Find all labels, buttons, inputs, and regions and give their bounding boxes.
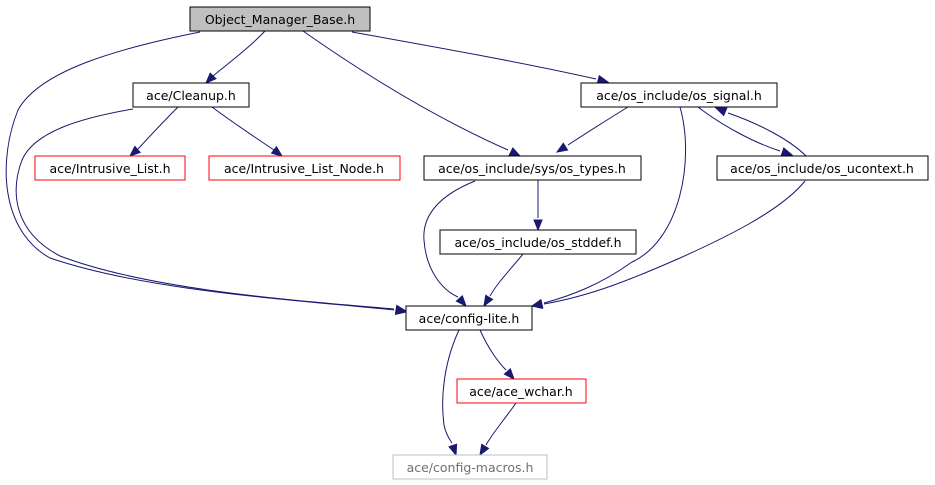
node-label: ace/config-macros.h <box>407 460 534 475</box>
node-label: ace/ace_wchar.h <box>469 384 572 399</box>
edge-object-manager-base-to-cleanup <box>205 30 266 84</box>
edge-os-types-to-os-stddef <box>533 180 543 232</box>
node-os-stddef[interactable]: ace/os_include/os_stddef.h <box>439 229 637 255</box>
node-label: ace/os_include/os_signal.h <box>596 88 762 103</box>
edge-config-lite-to-ace-wchar <box>479 329 515 381</box>
edge-config-lite-to-config-macros <box>442 329 460 457</box>
edge-object-manager-base-to-os-types <box>302 30 522 157</box>
node-label: ace/Intrusive_List_Node.h <box>224 161 384 176</box>
node-label: ace/Intrusive_List.h <box>49 161 170 176</box>
edge-ace-wchar-to-config-macros <box>479 402 517 457</box>
node-label: ace/config-lite.h <box>419 311 520 326</box>
edge-os-types-to-config-lite <box>423 180 476 308</box>
node-intrusive-list[interactable]: ace/Intrusive_List.h <box>34 155 186 181</box>
edge-os-stddef-to-config-lite <box>483 253 524 308</box>
edge-object-manager-base-to-os-signal <box>351 31 610 85</box>
edge-os-ucontext-to-os-signal <box>714 107 807 157</box>
edge-cleanup-to-config-lite <box>15 108 408 314</box>
edge-cleanup-to-intrusive-list <box>128 106 179 157</box>
node-label: ace/Cleanup.h <box>146 88 236 103</box>
node-ace-wchar[interactable]: ace/ace_wchar.h <box>456 378 587 404</box>
node-os-types[interactable]: ace/os_include/sys/os_types.h <box>423 155 642 181</box>
edge-os-ucontext-to-config-lite <box>530 180 806 309</box>
edges <box>5 30 807 457</box>
edge-os-signal-to-os-types <box>555 106 629 153</box>
node-intrusive-list-node[interactable]: ace/Intrusive_List_Node.h <box>208 155 401 181</box>
edge-cleanup-to-intrusive-list-node <box>211 106 284 157</box>
node-label: ace/os_include/os_ucontext.h <box>730 161 914 176</box>
node-os-signal[interactable]: ace/os_include/os_signal.h <box>580 82 778 108</box>
node-os-ucontext[interactable]: ace/os_include/os_ucontext.h <box>716 155 929 181</box>
node-cleanup[interactable]: ace/Cleanup.h <box>132 82 250 108</box>
node-label: ace/os_include/sys/os_types.h <box>438 161 626 176</box>
node-config-macros[interactable]: ace/config-macros.h <box>392 454 548 480</box>
edge-os-signal-to-config-lite <box>530 106 686 309</box>
node-config-lite[interactable]: ace/config-lite.h <box>405 305 533 331</box>
node-label: Object_Manager_Base.h <box>205 12 355 27</box>
node-object-manager-base[interactable]: Object_Manager_Base.h <box>189 6 371 32</box>
edge-os-signal-to-os-ucontext <box>697 106 794 157</box>
node-label: ace/os_include/os_stddef.h <box>454 235 621 250</box>
